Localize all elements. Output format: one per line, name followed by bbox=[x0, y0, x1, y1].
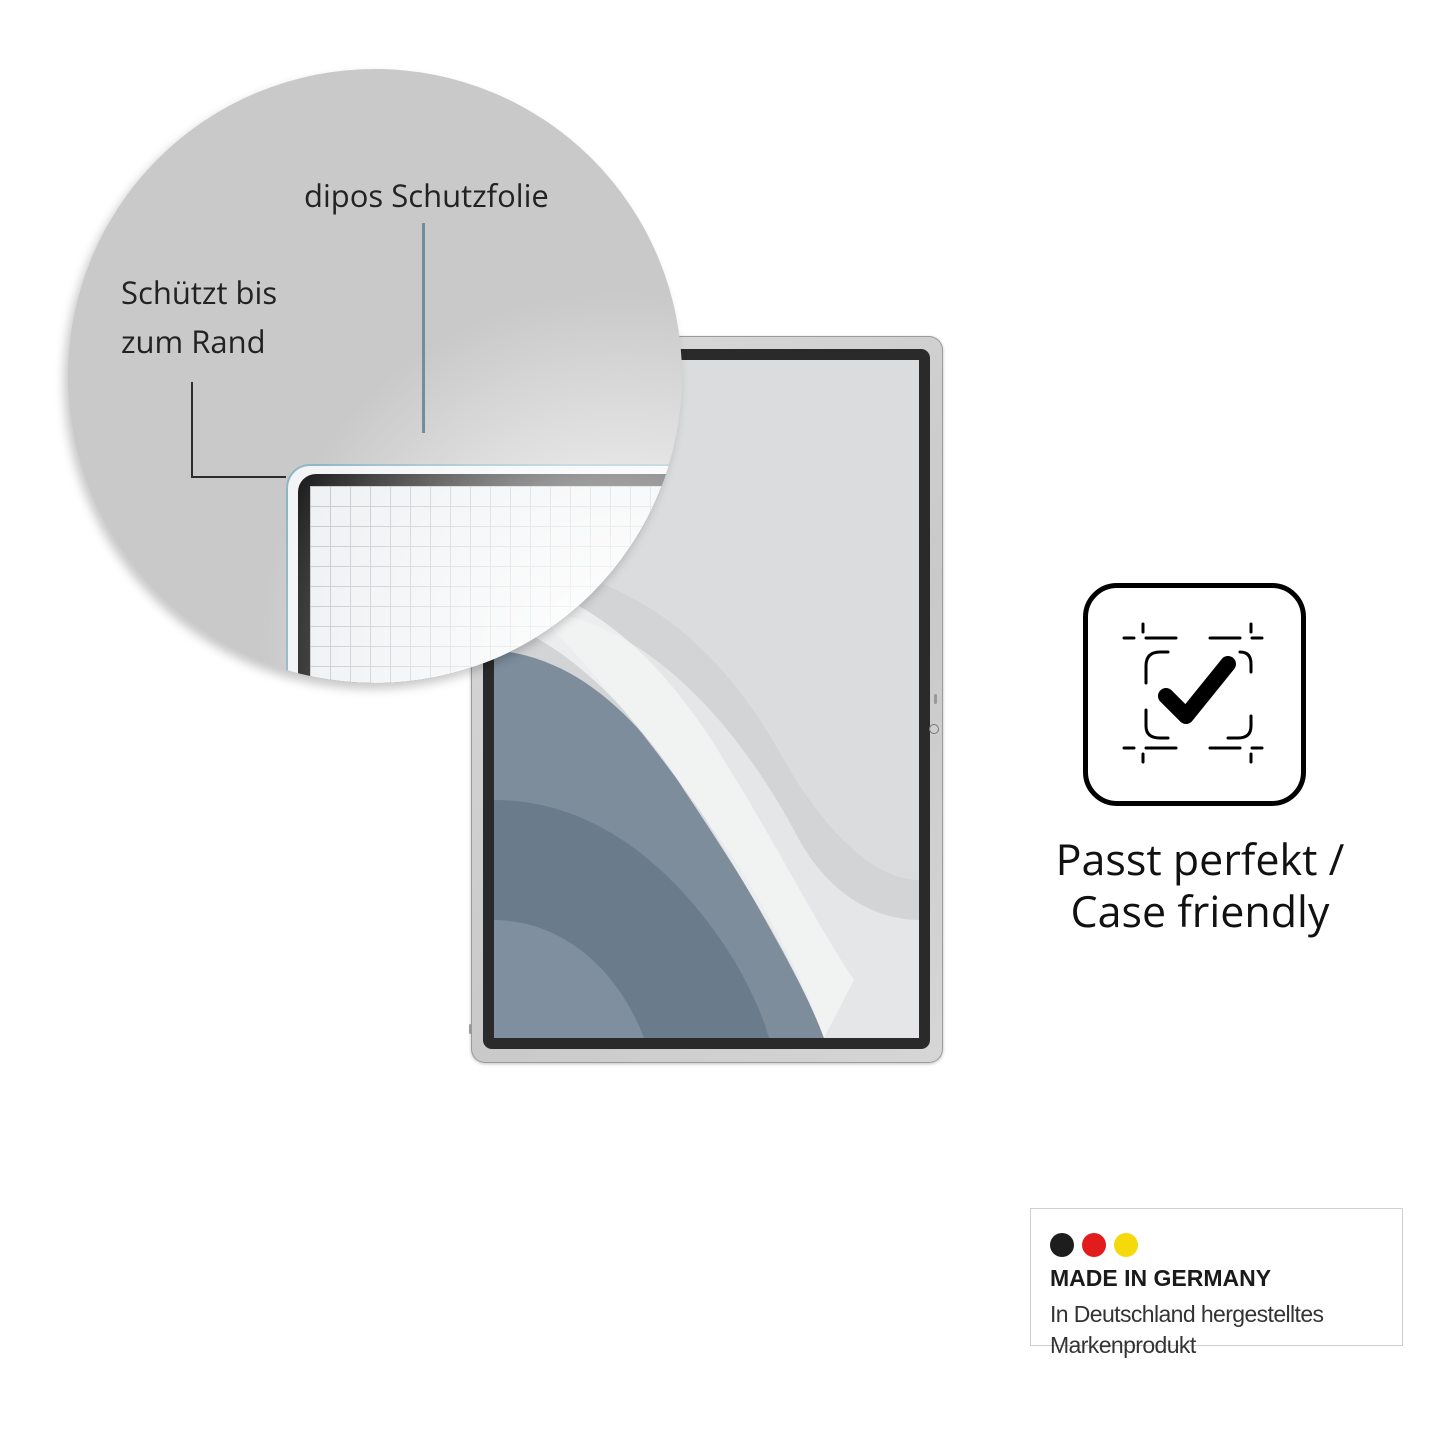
badge-title: MADE IN GERMANY bbox=[1050, 1265, 1272, 1291]
front-camera bbox=[929, 724, 939, 734]
side-button bbox=[469, 1024, 472, 1034]
protection-film-label: dipos Schutzfolie bbox=[304, 175, 549, 217]
side-button bbox=[934, 694, 937, 704]
case-friendly-label: Passt perfekt / Case friendly bbox=[1010, 833, 1390, 937]
flag-dot-gold bbox=[1114, 1233, 1138, 1257]
badge-subtitle-line1: In Deutschland hergestelltes bbox=[1050, 1301, 1324, 1327]
case-friendly-label-line1: Passt perfekt / bbox=[1055, 829, 1345, 888]
protection-film-leader-line bbox=[422, 223, 425, 433]
flag-dot-black bbox=[1050, 1233, 1074, 1257]
edge-protection-leader-line bbox=[191, 476, 286, 478]
badge-subtitle: In Deutschland hergestelltes Markenprodu… bbox=[1050, 1299, 1324, 1361]
edge-protection-label-line2: zum Rand bbox=[121, 321, 266, 363]
edge-protection-label-line1: Schützt bis bbox=[121, 272, 278, 314]
case-friendly-label-line2: Case friendly bbox=[1070, 881, 1330, 940]
badge-subtitle-line2: Markenprodukt bbox=[1050, 1332, 1196, 1358]
magnifier-fade bbox=[68, 69, 682, 683]
magnifier-zoom: dipos Schutzfolie Schützt bis zum Rand bbox=[68, 69, 682, 683]
flag-dot-red bbox=[1082, 1233, 1106, 1257]
check-in-frame-icon bbox=[1083, 583, 1306, 806]
made-in-germany-badge: MADE IN GERMANY In Deutschland hergestel… bbox=[1030, 1208, 1403, 1358]
edge-protection-leader-line bbox=[191, 382, 193, 478]
